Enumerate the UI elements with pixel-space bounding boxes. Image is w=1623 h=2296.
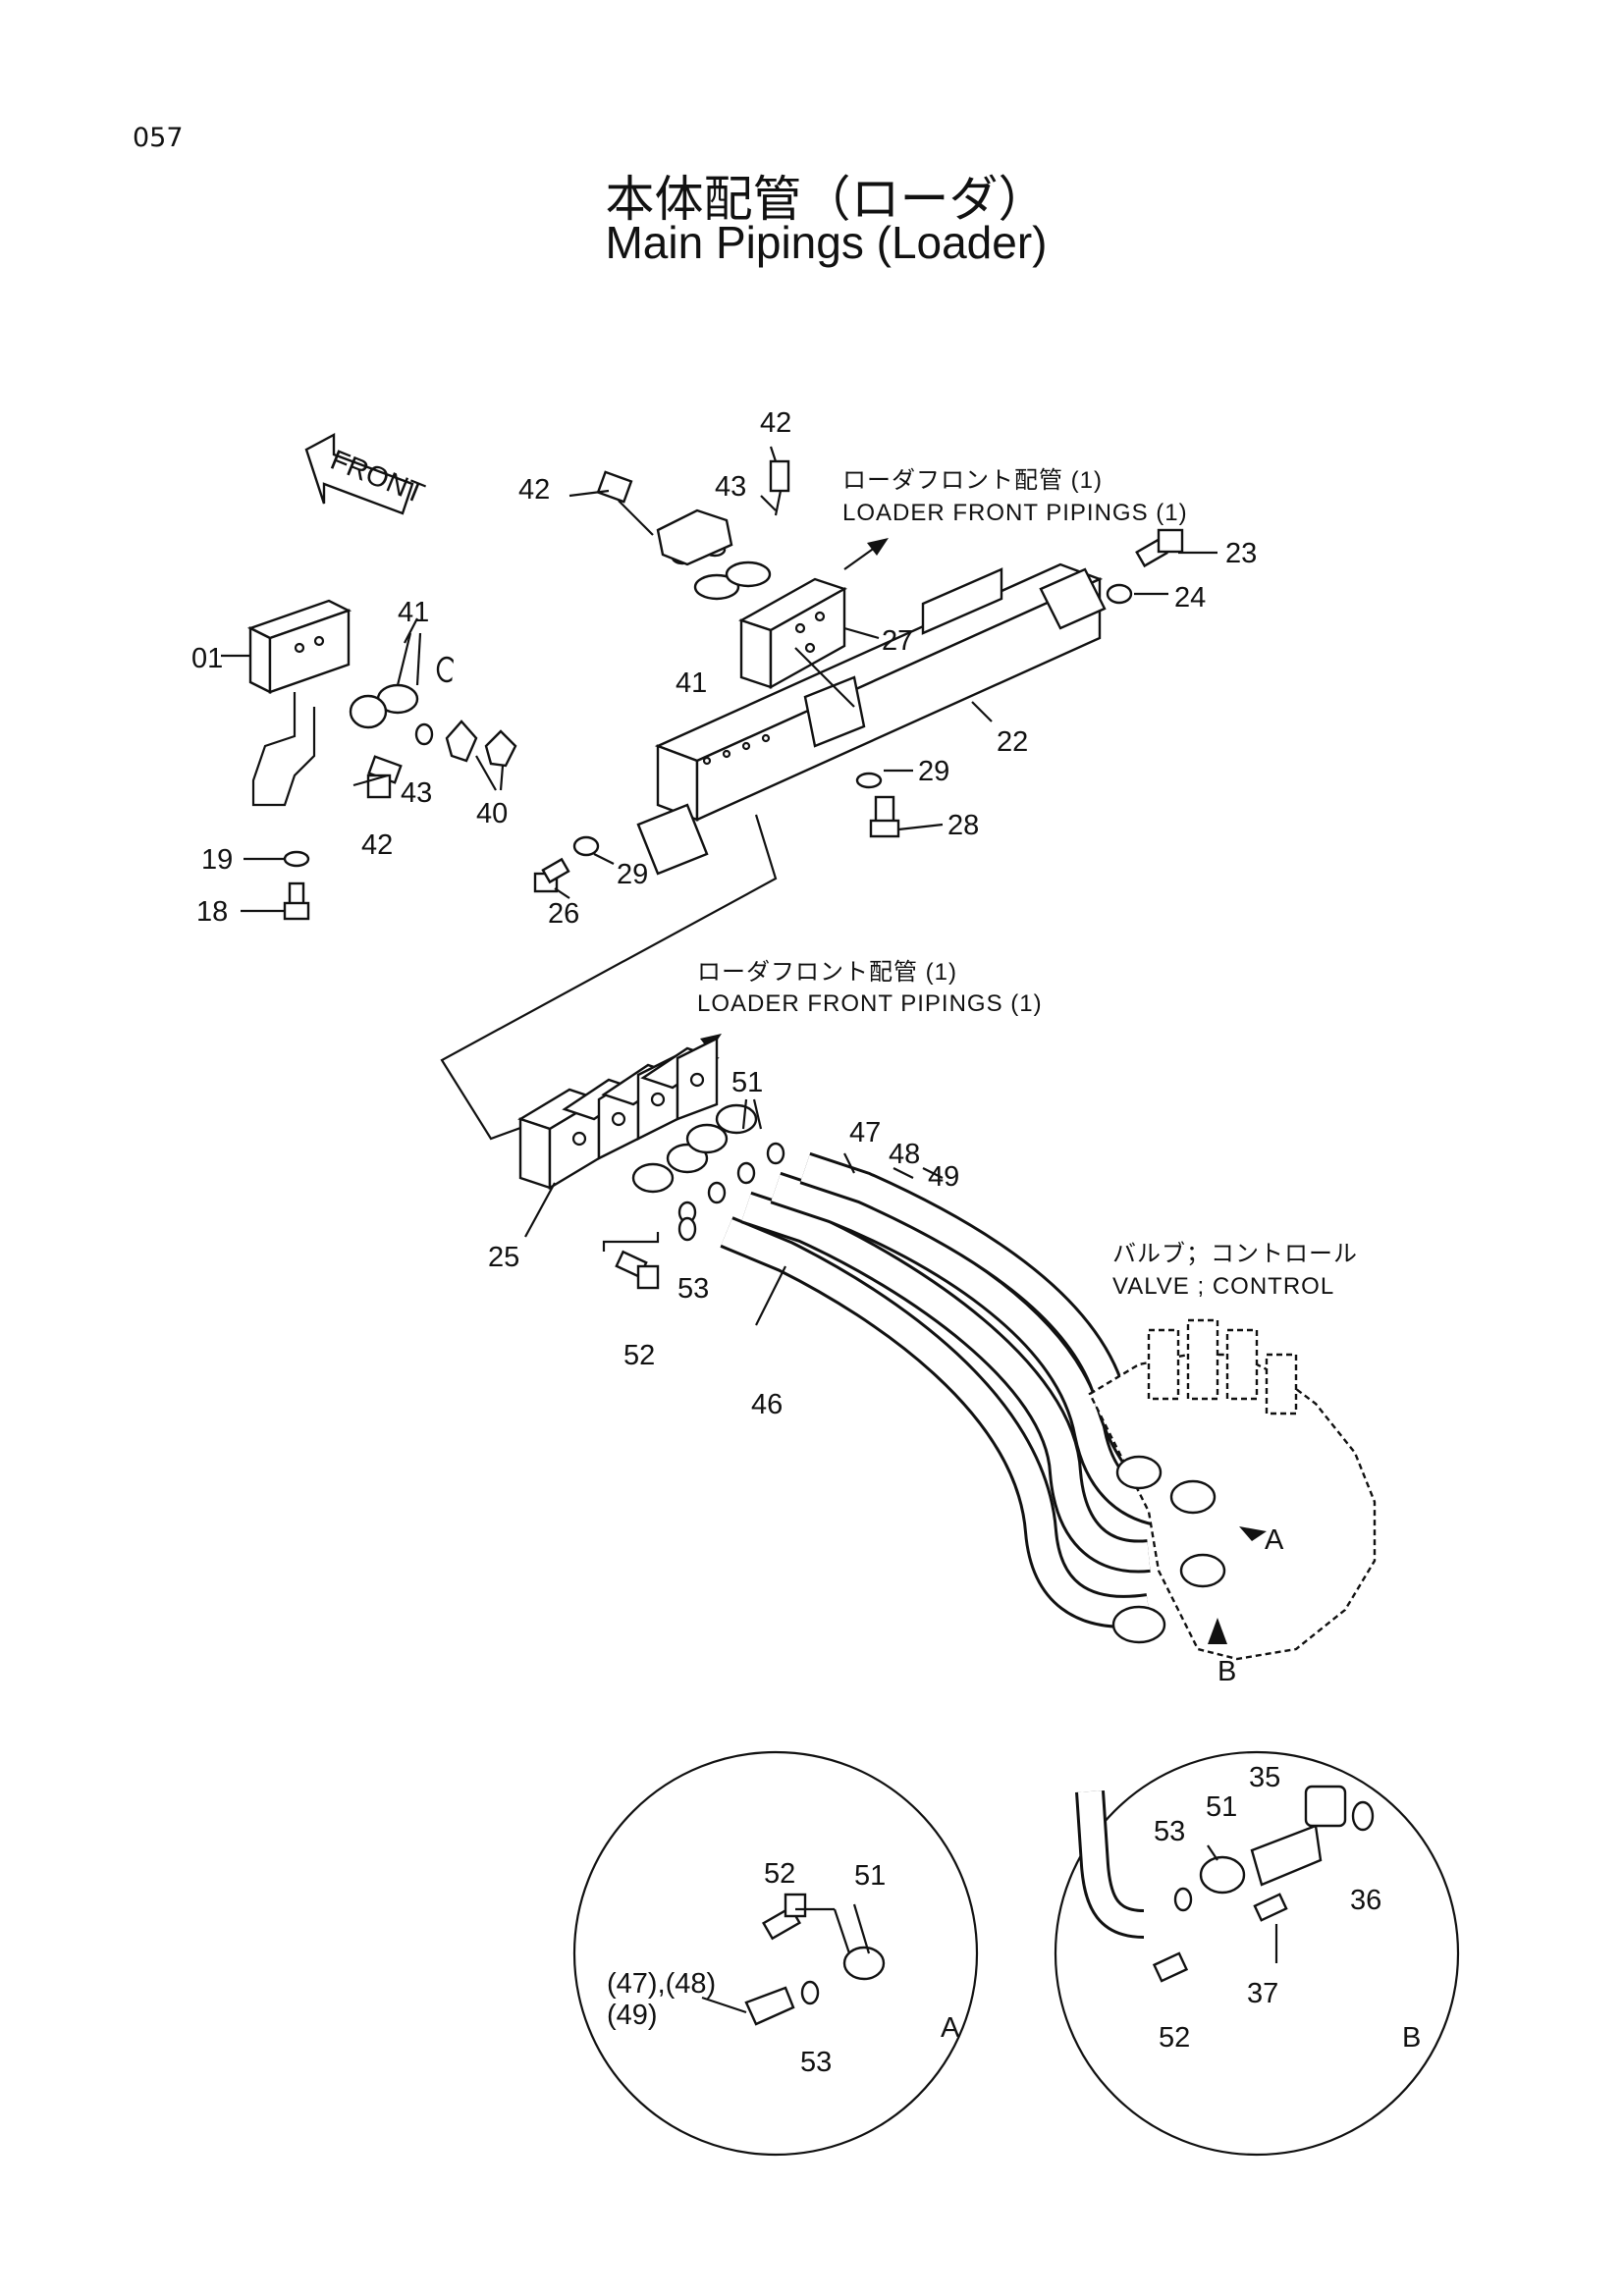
callout-25: 25 — [488, 1242, 519, 1273]
title-japanese: 本体配管（ローダ） — [605, 171, 1048, 228]
callout-41-left: 41 — [398, 597, 429, 628]
callout-29-left: 29 — [617, 859, 648, 890]
callout-40: 40 — [476, 798, 508, 829]
detail-b-callout-37: 37 — [1247, 1978, 1278, 2009]
part-53-oring — [677, 1216, 697, 1242]
detail-b-callout-35: 35 — [1249, 1762, 1280, 1793]
leader-lines — [352, 446, 1217, 1141]
detail-a-ref-line1: (47),(48) — [607, 1968, 716, 2000]
detail-b-callout-52: 52 — [1159, 2022, 1190, 2054]
detail-b — [1054, 1750, 1460, 2157]
callout-24: 24 — [1174, 582, 1206, 614]
note-front-pipings-top-jp: ローダフロント配管 (1) — [842, 467, 1103, 494]
note-valve-jp: バルブ；コントロール — [1112, 1241, 1358, 1267]
part-25-block-stack — [517, 1037, 720, 1238]
detail-a-callout-53: 53 — [800, 2047, 832, 2078]
part-51-flanges — [631, 1098, 785, 1224]
callout-27: 27 — [882, 625, 913, 657]
title-english: Main Pipings (Loader) — [605, 217, 1048, 268]
callout-49: 49 — [928, 1161, 959, 1193]
detail-a-callout-51: 51 — [854, 1860, 886, 1892]
callout-18: 18 — [196, 896, 228, 928]
detail-b-callout-36: 36 — [1350, 1885, 1381, 1916]
callout-53: 53 — [677, 1273, 709, 1305]
part-29-washer-left — [572, 835, 600, 857]
detail-b-callout-51: 51 — [1206, 1791, 1237, 1823]
part-18-bolt — [241, 881, 310, 921]
part-22-channel — [636, 562, 1107, 876]
note-valve-en: VALVE ; CONTROL — [1112, 1273, 1334, 1300]
callout-52: 52 — [623, 1340, 655, 1371]
callout-42-left: 42 — [361, 829, 393, 861]
detail-a-letter: A — [941, 2012, 960, 2044]
control-valve — [1088, 1318, 1377, 1661]
part-23-bolt — [1135, 528, 1184, 568]
callout-42-top-left: 42 — [518, 474, 550, 506]
part-19-washer — [243, 850, 310, 868]
part-27-block — [738, 577, 847, 690]
callout-01: 01 — [191, 643, 223, 674]
callout-42-top-right: 42 — [760, 407, 791, 439]
front-pipings-arrow-top — [843, 538, 889, 570]
top-flange-group — [596, 459, 790, 601]
note-front-pipings-mid-jp: ローダフロント配管 (1) — [697, 959, 957, 986]
callout-47: 47 — [849, 1117, 881, 1148]
callout-19: 19 — [201, 844, 233, 876]
callout-51: 51 — [731, 1067, 763, 1098]
callout-22: 22 — [997, 726, 1028, 758]
note-front-pipings-mid-en: LOADER FRONT PIPINGS (1) — [697, 990, 1043, 1017]
detail-a-callout-52: 52 — [764, 1858, 795, 1890]
callout-23: 23 — [1225, 538, 1257, 569]
callout-41-top: 41 — [676, 667, 707, 699]
callout-26: 26 — [548, 898, 579, 930]
callout-43-top: 43 — [715, 471, 746, 503]
page-number: 057 — [133, 123, 184, 153]
part-29-washer-right — [855, 772, 883, 789]
left-flange-group — [349, 632, 458, 799]
part-28-bolt — [869, 795, 900, 838]
callout-29-right: 29 — [918, 756, 949, 787]
detail-b-callout-53: 53 — [1154, 1816, 1185, 1847]
detail-a — [572, 1750, 979, 2157]
marker-b: B — [1217, 1656, 1236, 1687]
marker-a: A — [1265, 1524, 1284, 1556]
detail-a-ref-line2: (49) — [607, 2000, 658, 2031]
callout-43-left: 43 — [401, 777, 432, 809]
callout-48: 48 — [889, 1139, 920, 1170]
part-01-block — [221, 599, 352, 807]
part-24-washer — [1106, 583, 1133, 605]
part-52-bolt — [602, 1232, 660, 1290]
callout-28: 28 — [947, 810, 979, 841]
callout-46: 46 — [751, 1389, 783, 1420]
note-front-pipings-top-en: LOADER FRONT PIPINGS (1) — [842, 500, 1188, 526]
part-26-bolt — [533, 857, 570, 893]
detail-b-letter: B — [1402, 2022, 1421, 2054]
